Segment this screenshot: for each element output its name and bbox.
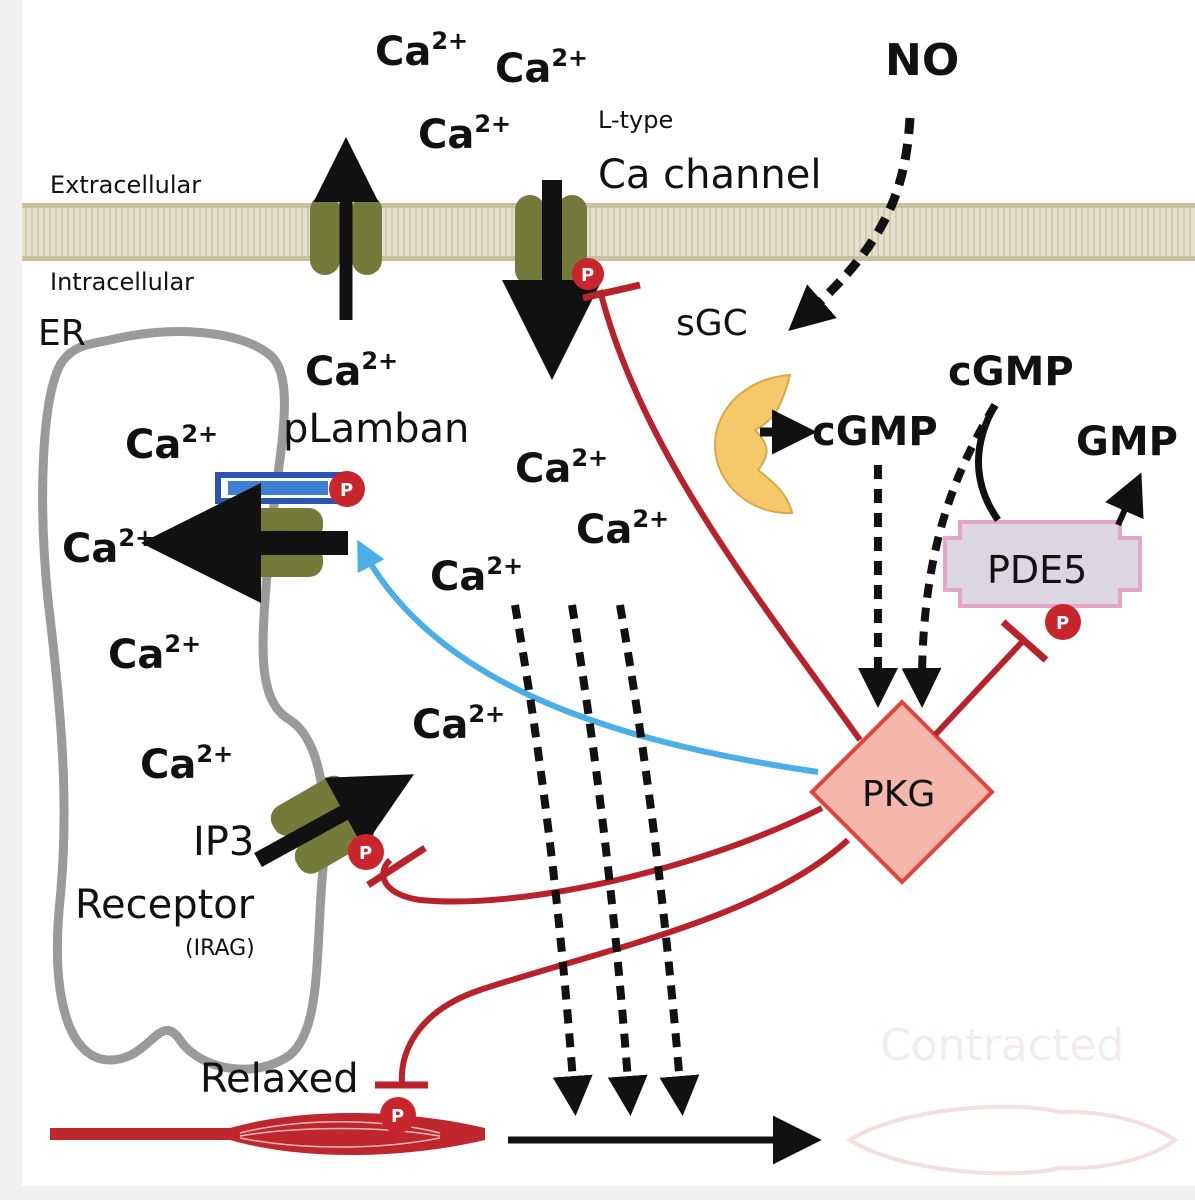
gmp-label: GMP — [1076, 419, 1178, 465]
left-frame-shade — [0, 0, 22, 1200]
phospho-text: P — [359, 843, 372, 864]
ca-ion: Ca2+ — [305, 347, 398, 395]
ca-flow-arrow-1 — [511, 604, 593, 1116]
extracellular-label: Extracellular — [50, 171, 201, 199]
phospho-badge-pde5: P — [1045, 604, 1081, 640]
ca-ion: Ca2+ — [375, 27, 468, 75]
serca-plamban — [141, 472, 348, 603]
ca-flow-arrow-3 — [616, 604, 700, 1116]
phospho-badge-l-type: P — [572, 258, 604, 290]
ca-ion: Ca2+ — [576, 505, 669, 553]
phospho-text: P — [581, 265, 594, 286]
er-label: ER — [38, 313, 86, 354]
ip3-inhibit-bar — [366, 845, 427, 888]
sgc-label: sGC — [676, 303, 748, 344]
ca-ion: Ca2+ — [418, 110, 511, 158]
phospho-text: P — [340, 480, 353, 501]
pde5-label: PDE5 — [987, 548, 1087, 592]
ltype-label: L-type — [598, 106, 673, 134]
pkg-inhibits-l-type — [597, 289, 863, 742]
ca-ion: Ca2+ — [125, 420, 218, 468]
ip3-label: IP3 — [193, 819, 254, 865]
pkg-inhibits-pde5 — [932, 639, 1025, 738]
phospho-text: P — [391, 1106, 404, 1127]
ca-ion: Ca2+ — [140, 740, 233, 788]
pkg-label: PKG — [862, 774, 935, 815]
pde5-enzyme: PDE5 — [943, 520, 1142, 608]
ca-ion: Ca2+ — [515, 444, 608, 492]
relaxed-label: Relaxed — [200, 1056, 359, 1102]
ca-ion: Ca2+ — [62, 524, 155, 572]
no-to-sgc-arrow — [788, 117, 915, 331]
pkg-inhibits-ip3-receptor — [380, 805, 824, 905]
cgmp-to-pkg-arrow-2 — [901, 402, 999, 708]
plamban-label: pLamban — [283, 406, 469, 452]
ca-ion: Ca2+ — [108, 630, 201, 678]
membrane-channel-efflux — [310, 137, 382, 320]
ip3-receptor — [254, 774, 415, 874]
calcium-ion-labels: Ca2+ Ca2+ Ca2+ Ca2+ Ca2+ Ca2+ Ca2+ Ca2+ … — [62, 27, 669, 788]
cell-membrane — [22, 203, 1195, 261]
cgmp-label-1: cGMP — [812, 409, 938, 455]
pde5-inhibit-bar — [1000, 619, 1049, 663]
ip3-release-arrow — [254, 774, 415, 868]
phospho-badge-plamban: P — [329, 471, 365, 507]
ca-flow-arrow-2 — [568, 604, 648, 1116]
ca-channel-label: Ca channel — [598, 152, 821, 198]
er-outline — [38, 327, 330, 1074]
sgc-enzyme — [713, 373, 794, 515]
pde5-to-gmp-arrow — [1105, 472, 1144, 527]
cgmp-to-pde5-curve — [975, 403, 1001, 523]
l-type-inhibit-bar — [582, 281, 641, 302]
no-label: NO — [885, 35, 959, 86]
contracted-label: Contracted — [880, 1020, 1124, 1071]
receptor-label: Receptor — [75, 882, 255, 928]
pkg-activates-plamban — [357, 539, 819, 775]
pkg-inhibits-relaxed — [398, 837, 851, 1083]
ca-ion: Ca2+ — [412, 700, 505, 748]
relaxed-muscle-cell — [50, 1113, 485, 1155]
intracellular-label: Intracellular — [50, 268, 194, 296]
contracted-muscle-cell — [846, 1104, 1179, 1176]
bottom-frame-shade — [0, 1186, 1195, 1200]
pkg-kinase: PKG — [809, 699, 995, 885]
ca-ion: Ca2+ — [495, 44, 588, 92]
irag-label: (IRAG) — [185, 936, 255, 961]
phospho-text: P — [1056, 613, 1069, 634]
phospho-badge-relaxed: P — [380, 1097, 416, 1133]
phospho-badge-ip3: P — [348, 834, 384, 870]
cgmp-label-2: cGMP — [948, 349, 1074, 395]
ca-ion: Ca2+ — [430, 552, 523, 600]
